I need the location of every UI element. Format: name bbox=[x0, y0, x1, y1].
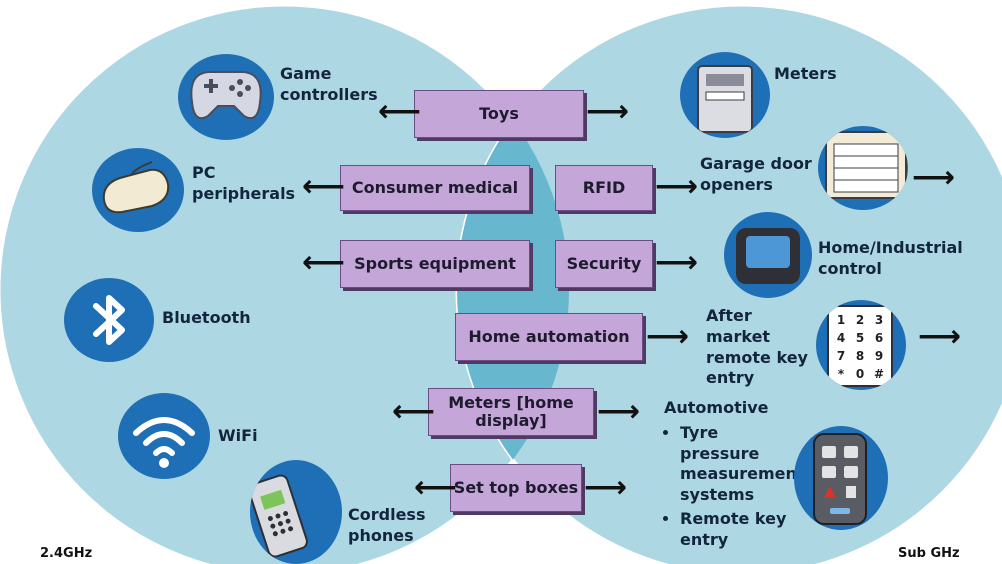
box-home-automation: Home automation bbox=[455, 313, 643, 361]
arrow-right-icon: ⟶ bbox=[655, 245, 699, 280]
control-panel-icon bbox=[724, 212, 812, 298]
label-home-industrial-control: Home/Industrial control bbox=[818, 238, 963, 278]
label-after-market-remote-key-entry: After market remote key entry bbox=[706, 306, 808, 388]
region-label-left: 2.4GHz bbox=[40, 546, 93, 561]
automotive-bullet: Tyre pressure measurement systems bbox=[680, 423, 805, 506]
box-set-top-boxes: Set top boxes bbox=[450, 464, 582, 512]
keypad-key: 2 bbox=[856, 313, 864, 327]
region-label-right: Sub GHz bbox=[898, 546, 960, 561]
keypad-key: # bbox=[874, 367, 884, 381]
box-toys: Toys bbox=[414, 90, 584, 138]
label-cordless-phones: Cordless phones bbox=[348, 505, 426, 545]
keypad-key: 1 bbox=[837, 313, 845, 327]
keypad-key: 5 bbox=[856, 331, 864, 345]
label-automotive: Automotive bbox=[664, 398, 769, 417]
box-security: Security bbox=[555, 240, 653, 288]
box-rfid: RFID bbox=[555, 165, 653, 211]
mouse-icon bbox=[92, 148, 184, 232]
wifi-icon bbox=[118, 393, 210, 479]
label-wifi: WiFi bbox=[218, 426, 258, 445]
label-game-controllers: Game controllers bbox=[280, 64, 378, 104]
meter-icon bbox=[680, 52, 770, 138]
arrow-left-icon: ⟵ bbox=[414, 470, 458, 505]
arrow-right-icon: ⟶ bbox=[586, 94, 630, 129]
automotive-section: Automotive Tyre pressure measurement sys… bbox=[664, 398, 805, 554]
arrow-right-icon: ⟶ bbox=[918, 319, 962, 354]
car-key-fob-icon bbox=[794, 426, 888, 530]
cordless-phone-icon bbox=[250, 460, 342, 564]
keypad-key: 6 bbox=[875, 331, 883, 345]
game-controller-icon bbox=[178, 54, 274, 140]
garage-door-icon bbox=[818, 126, 908, 210]
bluetooth-icon bbox=[64, 278, 154, 362]
keypad-key: * bbox=[838, 367, 845, 381]
box-consumer-medical: Consumer medical bbox=[340, 165, 530, 211]
label-bluetooth: Bluetooth bbox=[162, 308, 251, 327]
arrow-right-icon: ⟶ bbox=[912, 160, 956, 195]
arrow-left-icon: ⟵ bbox=[302, 169, 346, 204]
arrow-left-icon: ⟵ bbox=[378, 94, 422, 129]
box-sports-equipment: Sports equipment bbox=[340, 240, 530, 288]
arrow-left-icon: ⟵ bbox=[302, 245, 346, 280]
label-meters: Meters bbox=[774, 64, 837, 83]
keypad-key: 9 bbox=[875, 349, 883, 363]
keypad-key: 8 bbox=[856, 349, 864, 363]
keypad-key: 0 bbox=[856, 367, 864, 381]
arrow-left-icon: ⟵ bbox=[392, 394, 436, 429]
arrow-right-icon: ⟶ bbox=[655, 169, 699, 204]
arrow-right-icon: ⟶ bbox=[646, 319, 690, 354]
keypad-key: 4 bbox=[837, 331, 845, 345]
arrow-right-icon: ⟶ bbox=[597, 394, 641, 429]
keypad-key: 7 bbox=[837, 349, 845, 363]
box-meters-home-display: Meters [home display] bbox=[428, 388, 594, 436]
arrow-right-icon: ⟶ bbox=[584, 470, 628, 505]
label-garage-door-openers: Garage door openers bbox=[700, 154, 812, 194]
label-pc-peripherals: PC peripherals bbox=[192, 163, 296, 203]
automotive-bullet: Remote key entry bbox=[680, 509, 794, 551]
keypad-key: 3 bbox=[875, 313, 883, 327]
